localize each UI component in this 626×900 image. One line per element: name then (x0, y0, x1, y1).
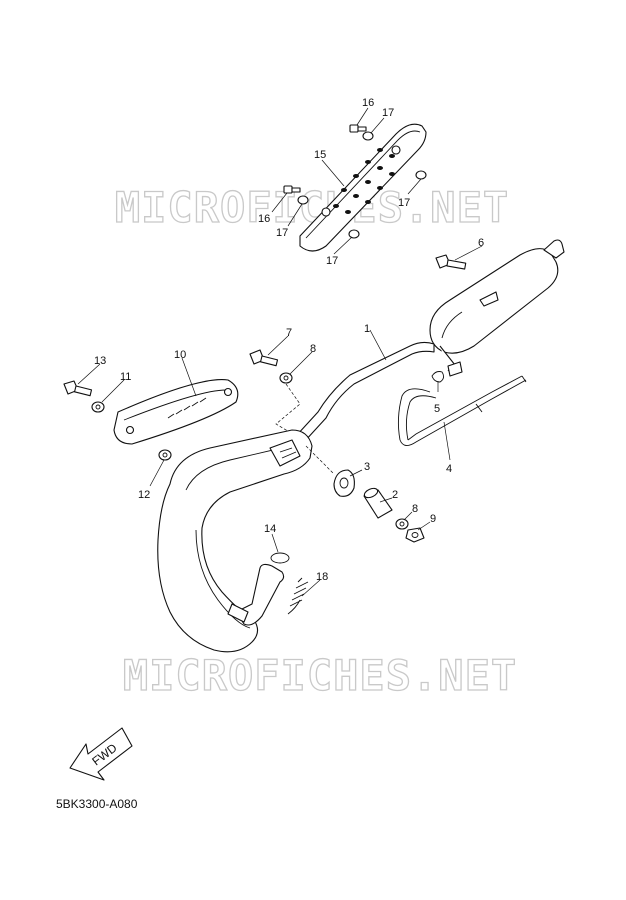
part-16-bolt-top[interactable] (349, 124, 367, 133)
callout-8a: 8 (310, 343, 316, 355)
part-16-bolt-left[interactable] (283, 185, 301, 194)
part-1-pipe[interactable] (295, 341, 435, 443)
part-11-washer[interactable] (91, 401, 105, 413)
watermark-bottom: MICROFICHES.NET (123, 651, 517, 700)
exhaust-pipe-inlet[interactable] (227, 563, 285, 626)
part-17-collars[interactable] (297, 131, 427, 239)
callout-15: 15 (314, 149, 326, 161)
part-15-heat-protector[interactable] (299, 123, 427, 252)
part-13-bolt[interactable] (63, 380, 93, 397)
part-6-bolt[interactable] (435, 254, 467, 270)
callout-labels: 16 17 15 16 17 17 17 6 1 7 8 13 11 10 5 … (94, 97, 484, 583)
callout-4: 4 (446, 463, 452, 475)
callout-16a: 16 (362, 97, 374, 109)
callout-10: 10 (174, 349, 186, 361)
callout-14: 14 (264, 523, 276, 535)
part-10-heat-protector[interactable] (113, 379, 239, 445)
part-3-damper[interactable] (333, 469, 355, 497)
callout-16b: 16 (258, 213, 270, 225)
part-12-washer[interactable] (158, 449, 172, 461)
part-18-spring[interactable] (287, 577, 309, 615)
callout-18: 18 (316, 571, 328, 583)
callout-1: 1 (364, 323, 370, 335)
callout-6: 6 (478, 237, 484, 249)
callout-8b: 8 (412, 503, 418, 515)
fwd-arrow-icon: FWD (69, 727, 133, 781)
callout-11: 11 (120, 371, 131, 383)
diagram-code: 5BK3300-A080 (56, 797, 138, 811)
callout-13: 13 (94, 355, 106, 367)
part-1-muffler[interactable] (429, 239, 565, 377)
part-9-nut[interactable] (405, 527, 425, 543)
callout-17b: 17 (276, 227, 288, 239)
exhaust-header-pipe[interactable] (157, 429, 313, 653)
part-2-collar[interactable] (363, 486, 393, 519)
callout-9: 9 (430, 513, 436, 525)
callout-17c: 17 (398, 197, 410, 209)
part-8-washer-lower[interactable] (395, 518, 409, 530)
callout-17a: 17 (382, 107, 394, 119)
part-5-clip[interactable] (431, 371, 445, 383)
callout-17d: 17 (326, 255, 338, 267)
part-4-hose[interactable] (397, 375, 527, 446)
leader-lines (77, 107, 483, 597)
callout-2: 2 (392, 489, 398, 501)
callout-12: 12 (138, 489, 150, 501)
callout-5: 5 (434, 403, 440, 415)
part-14-gasket[interactable] (270, 552, 290, 564)
callout-3: 3 (364, 461, 370, 473)
callout-7: 7 (286, 327, 292, 339)
part-8-washer-upper[interactable] (279, 372, 293, 384)
part-7-bolt[interactable] (249, 349, 279, 367)
